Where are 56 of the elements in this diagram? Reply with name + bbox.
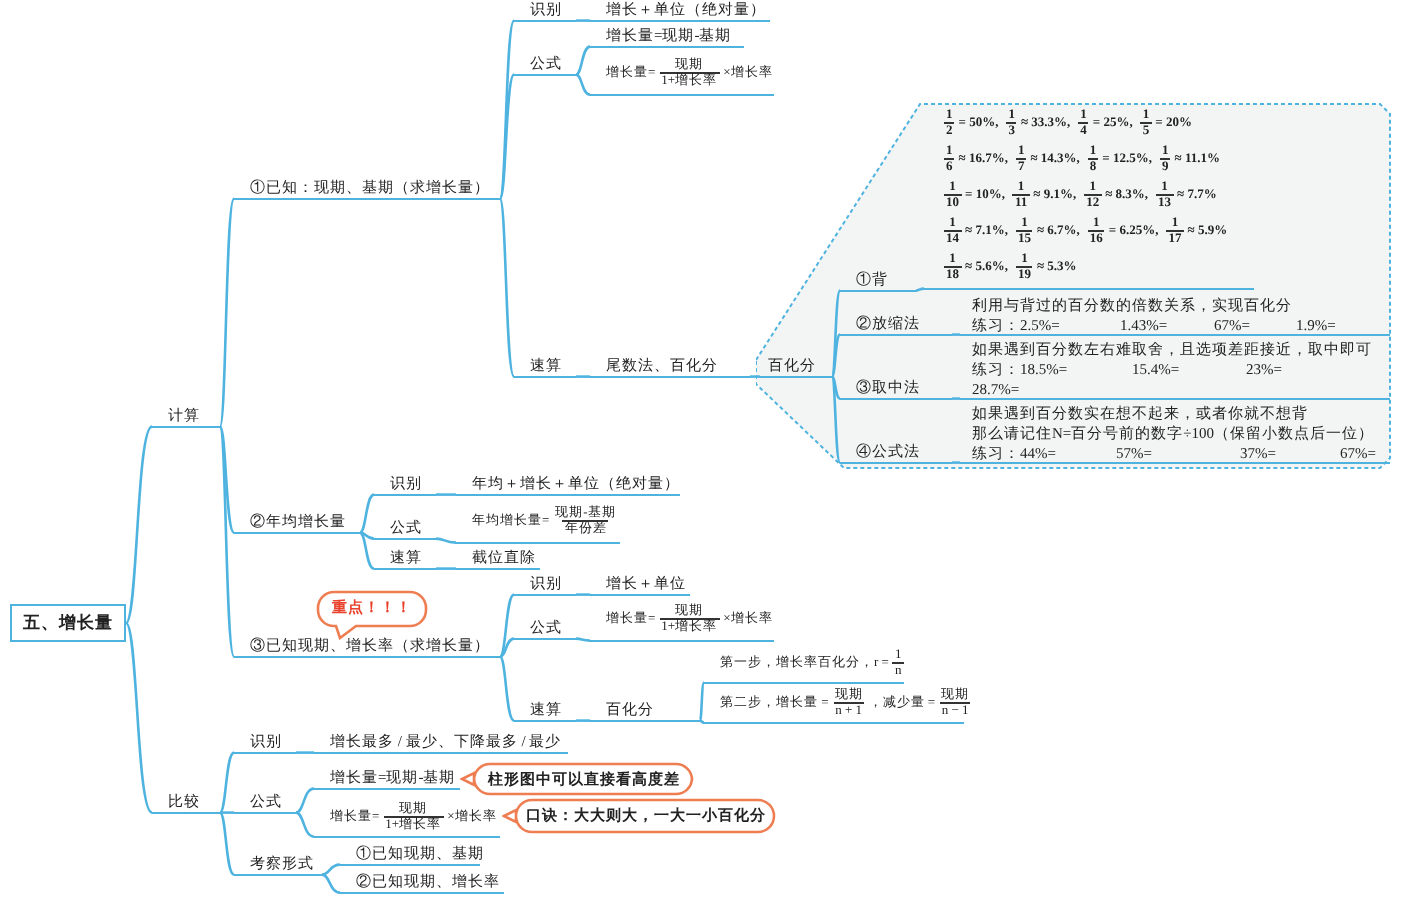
branch-line: [435, 537, 457, 544]
branch-line: [499, 655, 515, 722]
branch-line: [576, 19, 590, 22]
callout-bubble: [502, 798, 776, 834]
branch-line: [359, 493, 375, 534]
fraction-table: [924, 104, 1254, 290]
branch-line: [219, 751, 235, 814]
root-topic-box: 五、增长量: [10, 604, 126, 642]
branch-line: [219, 811, 235, 876]
branch-line: [499, 593, 515, 658]
branch-line: [575, 73, 591, 96]
branch-line: [698, 682, 706, 721]
branch-line: [498, 198, 516, 378]
branch-line: [575, 45, 591, 76]
branch-line: [124, 622, 153, 814]
branch-line: [296, 751, 314, 754]
branch-line: [436, 567, 456, 570]
callout-bubble: [316, 590, 428, 640]
branch-line: [576, 593, 590, 596]
branch-line: [952, 333, 960, 336]
branch-line: [830, 376, 842, 464]
branch-line: [830, 333, 842, 378]
note-branch: [960, 340, 1390, 400]
branch-line: [295, 811, 315, 838]
note-branch: [960, 296, 1390, 336]
branch-line: [321, 863, 341, 876]
branch-line: [576, 375, 590, 378]
branch-line: [124, 425, 153, 624]
branch-line: [218, 425, 235, 534]
formula-branch: [590, 598, 774, 642]
branch-line: [359, 531, 375, 570]
callout-bubble: [460, 762, 694, 796]
branch-line: [952, 397, 960, 400]
formula-branch: [590, 52, 774, 96]
formula-branch: [456, 500, 620, 544]
branch-line: [498, 73, 516, 200]
branch-line: [499, 637, 515, 658]
note-branch: [960, 404, 1390, 464]
branch-line: [831, 375, 841, 400]
branch-line: [699, 719, 705, 724]
branch-line: [750, 375, 760, 378]
branch-line: [218, 198, 236, 427]
branch-line: [830, 290, 842, 378]
branch-line: [915, 287, 925, 292]
branch-line: [218, 426, 236, 658]
branch-line: [321, 873, 341, 894]
branch-line: [220, 811, 234, 814]
branch-line: [359, 531, 375, 540]
boundary-area: [756, 102, 1392, 470]
branch-line: [575, 637, 591, 642]
branch-line: [436, 493, 456, 496]
branch-line: [576, 719, 590, 722]
formula-branch: [314, 796, 500, 838]
branch-line: [295, 787, 315, 814]
formula-branch: [704, 682, 964, 724]
branch-line: [952, 461, 960, 464]
